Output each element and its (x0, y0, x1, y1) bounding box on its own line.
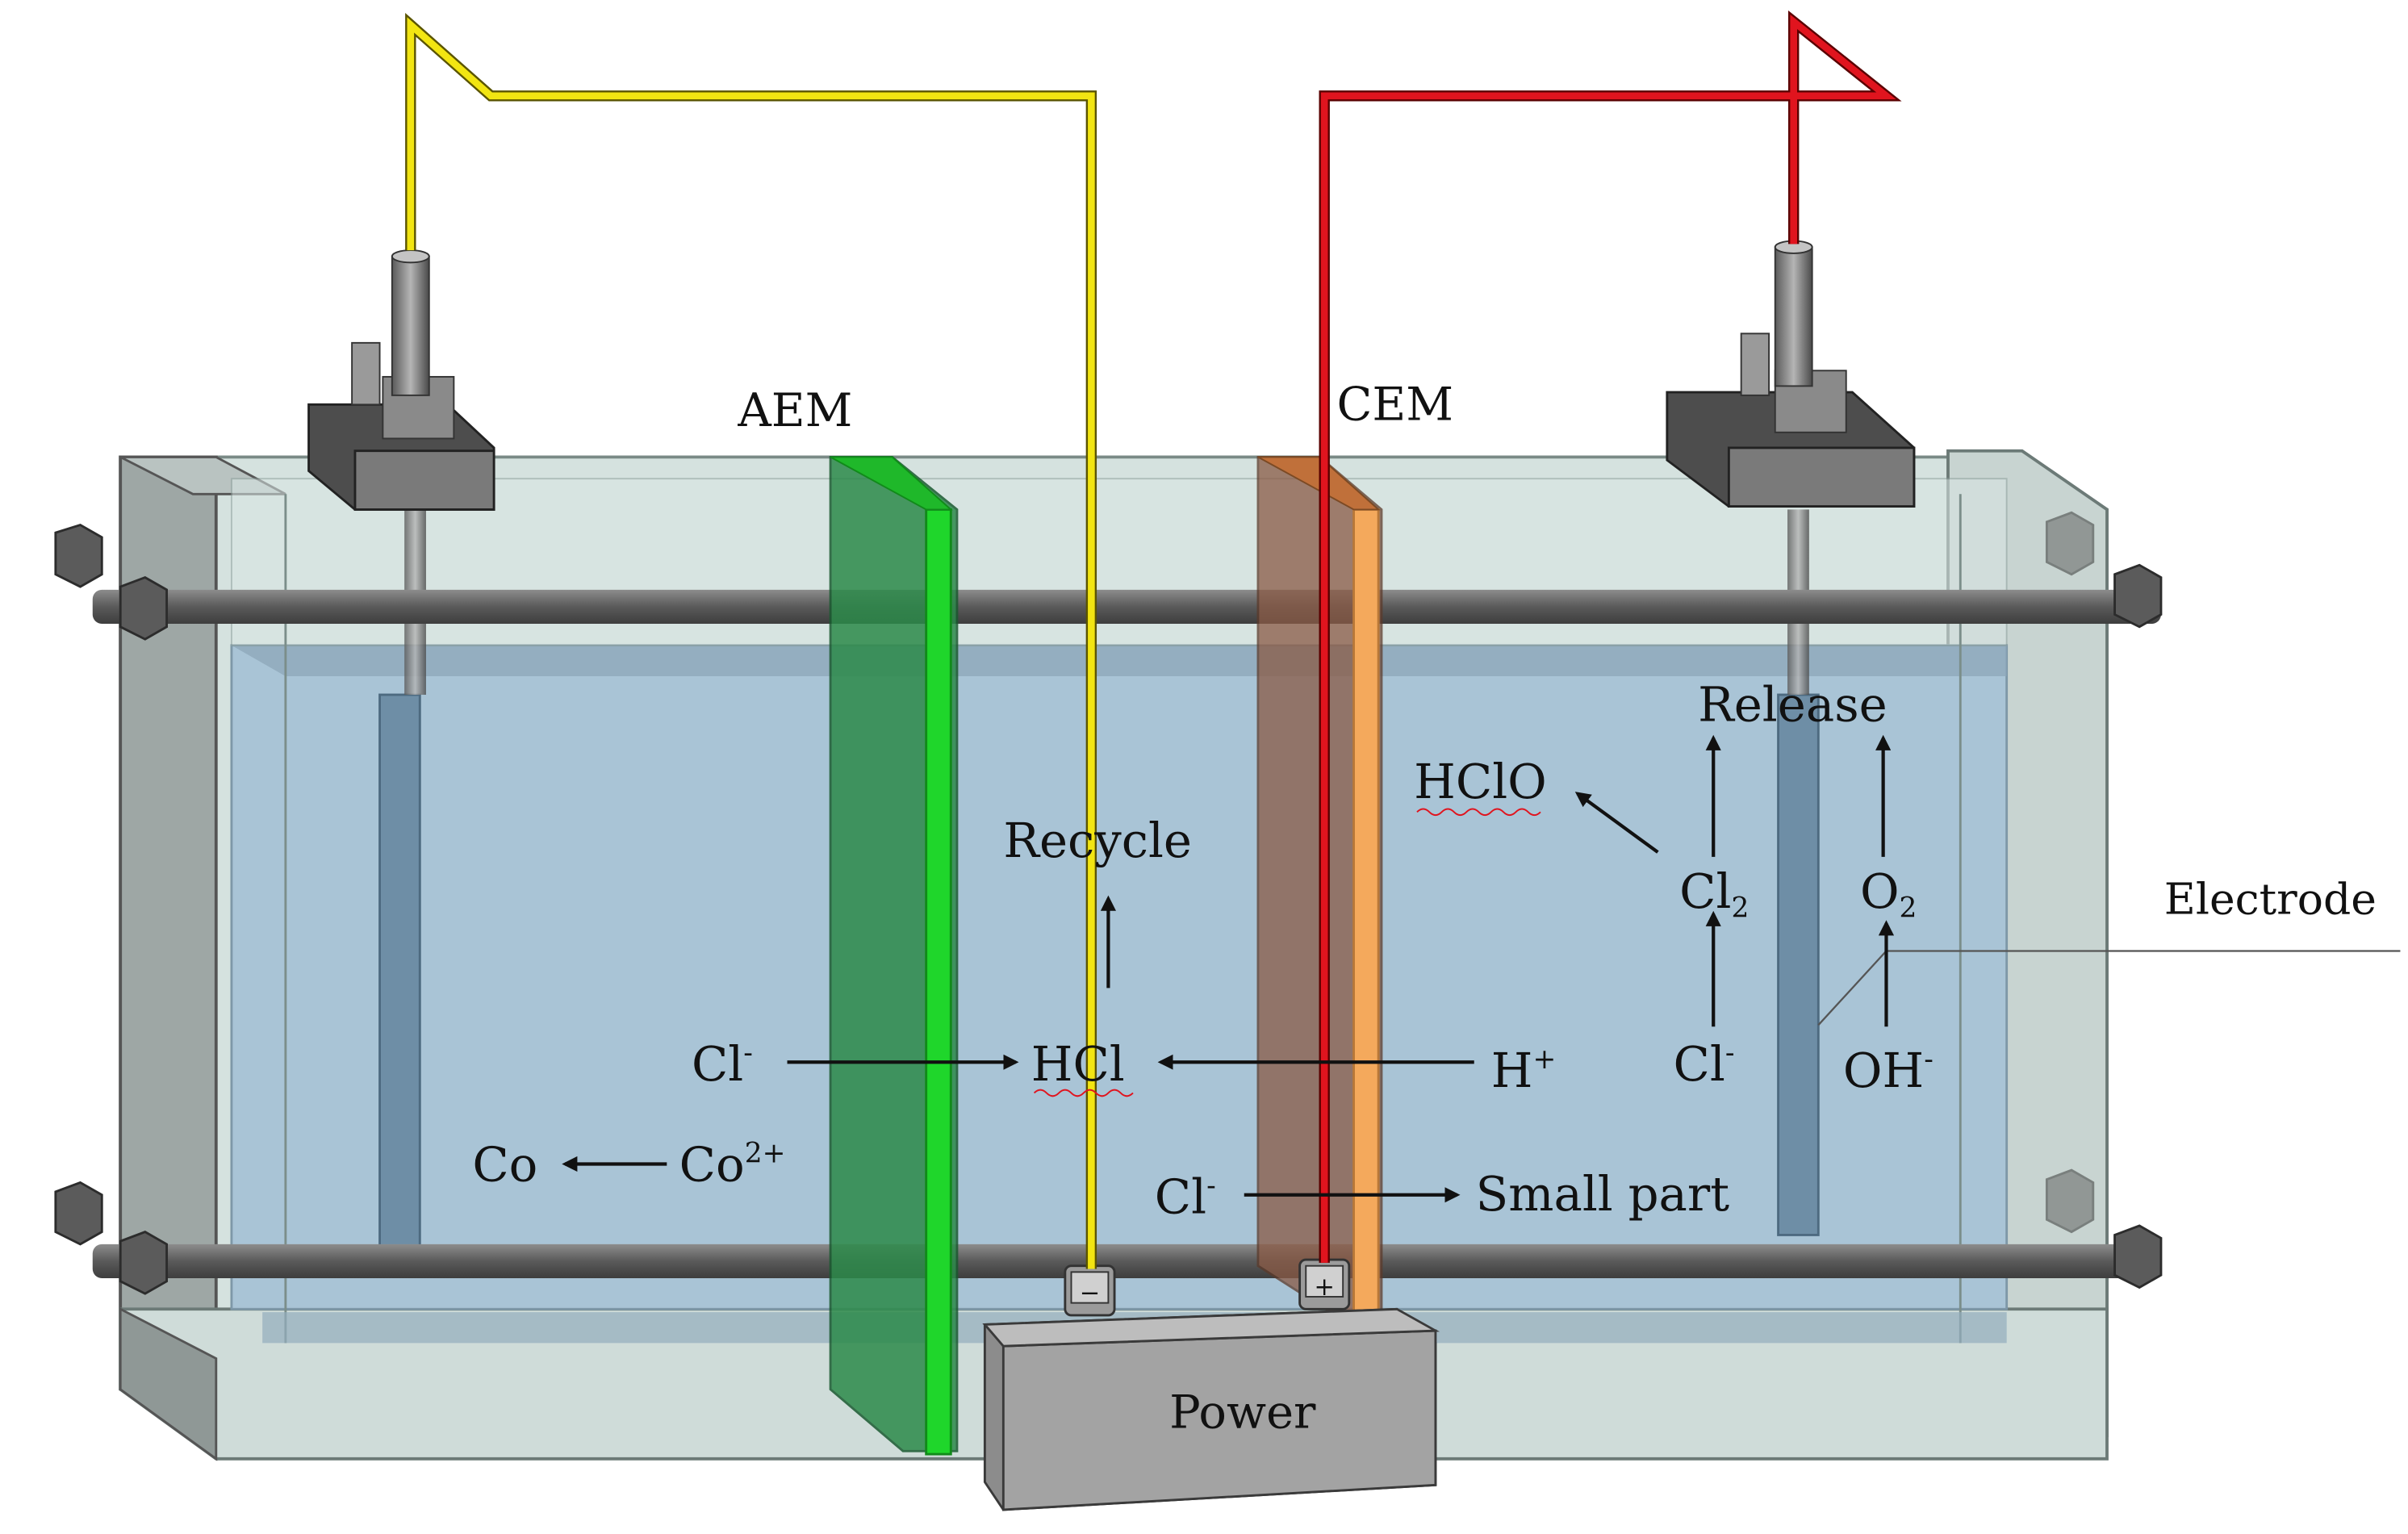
chloride-ion-anode: Cl- (1673, 1036, 1734, 1092)
hydroxide-ion-label: OH- (1843, 1043, 1934, 1098)
hcl-label: HCl (1031, 1036, 1125, 1092)
arrow-cl2-to-hclo (1574, 792, 1659, 854)
electrolyte-surface (231, 645, 2007, 677)
recycle-label: Recycle (1003, 813, 1192, 868)
power-supply: − + Power (982, 1258, 1440, 1511)
hydrogen-ion-label: H+ (1491, 1043, 1557, 1098)
cem-membrane-face (1352, 508, 1380, 1314)
right-electrode (1777, 509, 1820, 1236)
release-label: Release (1698, 676, 1888, 732)
right-electrode-plate (1777, 693, 1820, 1236)
aem-label: AEM (737, 383, 852, 437)
wires (405, 10, 1902, 1269)
left-terminal-post (391, 255, 430, 396)
o2-label: O2 (1860, 863, 1917, 924)
positive-terminal-sign: + (1314, 1273, 1335, 1302)
labels: AEM CEM Electrode (737, 377, 2377, 924)
cl2-label: Cl2 (1679, 863, 1749, 924)
left-electrode (378, 509, 426, 1252)
aem-membrane (829, 455, 959, 1456)
nut (2113, 1224, 2163, 1289)
power-box-top (982, 1307, 1440, 1348)
tie-rods (54, 511, 2163, 1295)
small-part-label: Small part (1476, 1166, 1730, 1222)
hclo-spellcheck-underline (1416, 808, 1541, 817)
left-terminal (307, 249, 495, 511)
electrode-label: Electrode (2164, 874, 2377, 925)
nut (119, 576, 169, 641)
nut (54, 1181, 103, 1246)
left-electrode-plate (378, 693, 421, 1252)
right-terminal (1666, 240, 1916, 508)
cobalt-label: Co (472, 1137, 537, 1193)
nut (2113, 563, 2163, 629)
hcl-spellcheck-underline (1033, 1089, 1134, 1097)
right-terminal-post (1774, 246, 1813, 387)
chloride-ion-cem: Cl- (1155, 1169, 1216, 1225)
lower-tie-rod (92, 1244, 2161, 1279)
power-label: Power (1169, 1386, 1316, 1440)
hclo-label: HClO (1414, 754, 1547, 809)
tank-bottom-left (119, 1306, 218, 1461)
cobalt-ion-label: Co2+ (679, 1137, 786, 1193)
nut (2045, 1168, 2095, 1234)
nut (54, 524, 103, 588)
negative-wire (407, 17, 1095, 1269)
reaction-scheme: Release HClO Recycle Cl2 O2 Cl- HCl H+ C… (472, 676, 1934, 1224)
chloride-ion-left: Cl- (692, 1036, 753, 1092)
aem-membrane-face (925, 508, 952, 1456)
upper-tie-rod (92, 589, 2161, 624)
nut (2045, 511, 2095, 576)
negative-terminal-sign: − (1080, 1280, 1101, 1308)
positive-wire (1320, 15, 1896, 1263)
nut (119, 1231, 169, 1295)
cem-label: CEM (1337, 377, 1454, 431)
electrolyte-body (230, 644, 2009, 1310)
